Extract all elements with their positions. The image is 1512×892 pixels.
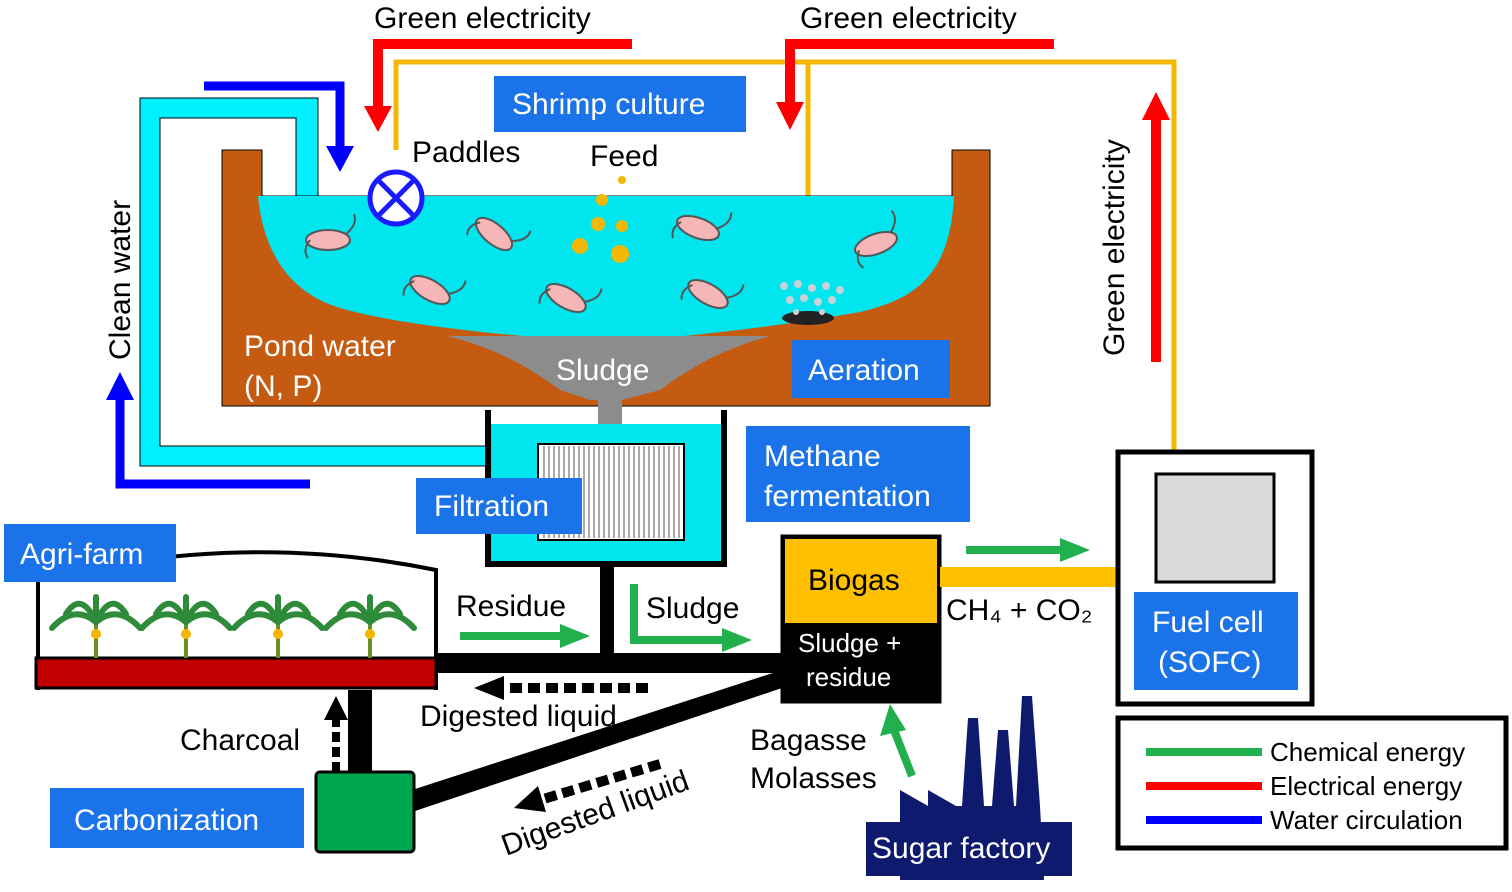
fuel-cell-box	[1134, 592, 1298, 690]
aeration-box	[792, 340, 950, 398]
shrimp-culture-label: Shrimp culture	[512, 88, 705, 121]
legend-label: Chemical energy	[1270, 737, 1465, 767]
green-electricity-label-1: Green electricity	[374, 2, 591, 35]
process-pipes	[348, 564, 782, 812]
legend-label: Water circulation	[1270, 805, 1463, 835]
biogas-to-fuelcell-arrow	[966, 538, 1090, 562]
shrimp-7	[680, 279, 745, 309]
residue-arrow	[460, 624, 590, 648]
biogas-label: Biogas	[808, 564, 900, 597]
filter-membrane	[543, 446, 680, 538]
shrimp-3	[671, 212, 733, 242]
green-electricity-label-vertical: Green electricity	[1098, 139, 1131, 356]
paddle-icon	[367, 169, 425, 227]
agri-farm-greenhouse	[34, 550, 438, 690]
palm-tree	[139, 594, 233, 658]
carbonization-label: Carbonization	[74, 804, 259, 837]
shrimp-5	[402, 275, 467, 305]
feed-pellets	[572, 176, 629, 263]
electricity-arrow-up	[1142, 92, 1170, 362]
clean-water-label: Clean water	[104, 200, 137, 360]
filtration-label: Filtration	[434, 490, 549, 523]
sugar-factory-label: Sugar factory	[872, 832, 1050, 865]
feed-label: Feed	[590, 140, 658, 173]
aeration-label: Aeration	[808, 354, 920, 387]
sludge-arrow	[630, 584, 752, 652]
pond-water-label-1: Pond water	[244, 330, 396, 363]
water-inflow-arrow	[204, 81, 354, 172]
sugar-factory-box	[866, 822, 1072, 876]
shrimp-1	[304, 213, 356, 259]
bagasse-label: Bagasse	[750, 724, 867, 757]
electricity-arrow-1	[364, 39, 632, 132]
carbonization-box	[50, 788, 304, 848]
palm-tree	[49, 594, 143, 658]
water-return-arrow	[106, 372, 310, 489]
palm-tree	[231, 594, 325, 658]
electricity-arrow-2	[776, 39, 1054, 130]
methane-label-1: Methane	[764, 440, 881, 473]
charcoal-label: Charcoal	[180, 724, 300, 757]
legend-label: Electrical energy	[1270, 771, 1462, 801]
sludge-residue-label-1: Sludge +	[798, 628, 901, 658]
digester	[780, 534, 942, 704]
digested-liquid-label-lower: Digested liquid	[497, 764, 693, 862]
fuel-cell-label-2: (SOFC)	[1158, 646, 1261, 679]
shrimp-group	[304, 210, 898, 313]
charcoal-arrow	[324, 696, 348, 772]
pond	[221, 149, 991, 442]
shrimp-culture-box	[494, 76, 746, 132]
shrimp-2	[466, 216, 532, 252]
agri-farm-label: Agri-farm	[20, 538, 143, 571]
sludge-flow-label: Sludge	[646, 592, 739, 625]
molasses-label: Molasses	[750, 762, 877, 795]
aeration-diffuser	[780, 280, 844, 325]
palm-trees	[49, 594, 417, 658]
digested-liquid-label-upper: Digested liquid	[420, 700, 617, 733]
carbonizer	[314, 770, 416, 854]
digested-liquid-arrow-upper	[474, 676, 648, 700]
bagasse-arrow	[880, 704, 916, 778]
clean-water-pipe	[139, 97, 499, 467]
paddles-label: Paddles	[412, 136, 520, 169]
methane-label-2: fermentation	[764, 480, 931, 513]
sludge-pond-label: Sludge	[556, 354, 649, 387]
digested-liquid-arrow-lower	[514, 759, 662, 812]
ch4-co2-label: CH₄ + CO₂	[946, 594, 1092, 627]
palm-tree	[323, 594, 417, 658]
shrimp-6	[538, 283, 603, 313]
fuel-cell-label-1: Fuel cell	[1152, 606, 1264, 639]
biogas-pipe	[940, 567, 1118, 587]
agri-farm-box	[4, 524, 176, 582]
filtration-box	[416, 478, 582, 534]
shrimp-4	[854, 210, 898, 269]
residue-label: Residue	[456, 590, 566, 623]
sludge-residue-label-2: residue	[806, 662, 891, 692]
green-electricity-label-2: Green electricity	[800, 2, 1017, 35]
pond-water-label-2: (N, P)	[244, 370, 322, 403]
methane-box	[746, 426, 970, 522]
